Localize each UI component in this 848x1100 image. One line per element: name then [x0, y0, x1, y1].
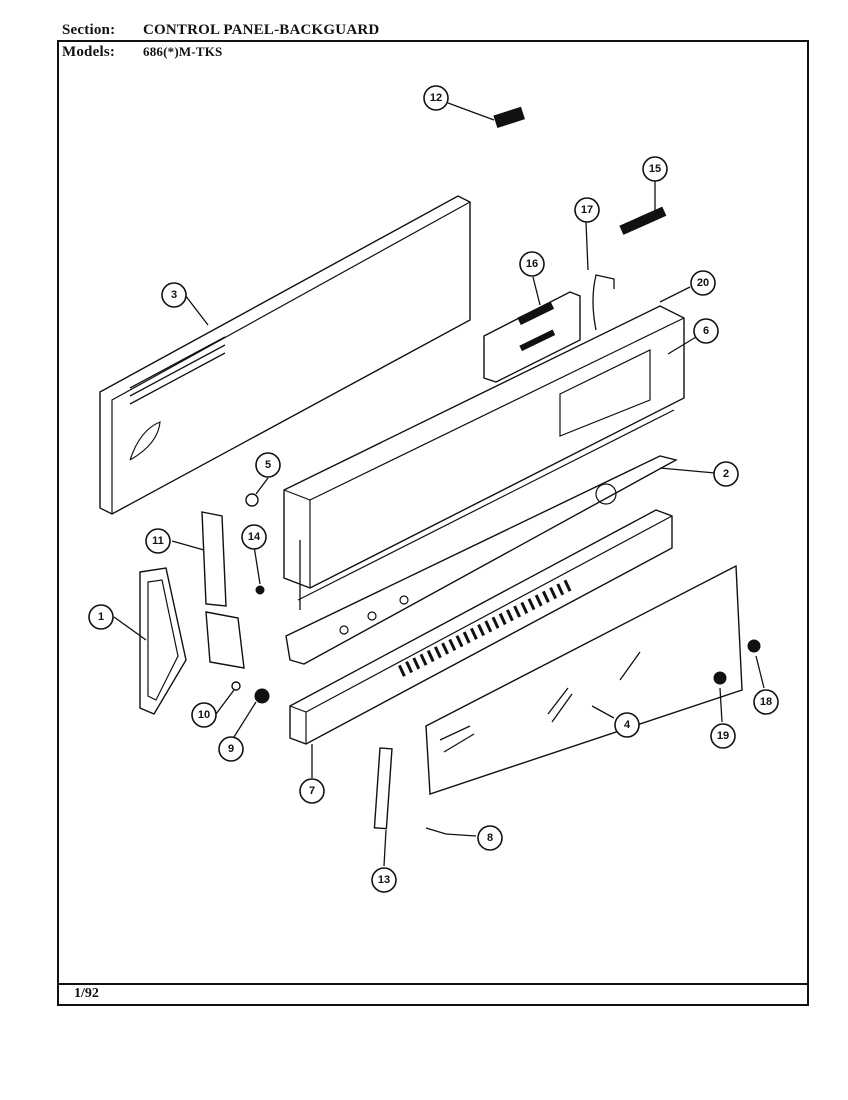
- svg-text:14: 14: [248, 531, 261, 543]
- part-14-screw: [255, 585, 265, 595]
- callout-3: 3: [161, 282, 187, 308]
- part-4-glass-panel: [425, 564, 743, 795]
- vent-slot: [412, 657, 421, 670]
- part-11-bracket-lower: [205, 611, 245, 669]
- callout-14: 14: [241, 524, 267, 550]
- part-15-terminal-block: [619, 206, 667, 235]
- svg-text:7: 7: [309, 785, 315, 797]
- svg-text:1: 1: [98, 611, 104, 623]
- callout-19: 19: [710, 723, 736, 749]
- callout-2: 2: [713, 461, 739, 487]
- callout-6: 6: [693, 318, 719, 344]
- vent-slot: [477, 624, 485, 637]
- vent-slot: [491, 616, 500, 629]
- vent-slot: [405, 661, 413, 674]
- vent-slot: [419, 653, 428, 666]
- vent-slot: [542, 590, 550, 603]
- part-8-screw: [425, 827, 447, 835]
- vent-slot: [498, 612, 507, 626]
- callout-4: 4: [614, 712, 640, 738]
- vent-slot: [513, 605, 521, 618]
- part-16-electronic-control: [483, 291, 581, 383]
- part-5-nut: [245, 493, 259, 507]
- vent-slot: [434, 646, 442, 659]
- svg-text:6: 6: [703, 325, 709, 337]
- part-2-trim-strip: [285, 455, 678, 665]
- part-9-grommet: [254, 688, 270, 704]
- svg-text:3: 3: [171, 289, 177, 301]
- svg-text:9: 9: [228, 743, 234, 755]
- part-7-front-panel: [289, 509, 673, 745]
- callout-13: 13: [371, 867, 397, 893]
- svg-text:16: 16: [526, 258, 538, 270]
- vent-slot: [506, 609, 514, 622]
- callout-15: 15: [642, 156, 668, 182]
- part-10-washer: [231, 681, 241, 691]
- vent-slot: [455, 635, 464, 648]
- callout-11: 11: [145, 528, 171, 554]
- vent-slot: [527, 598, 536, 611]
- svg-text:13: 13: [378, 874, 390, 886]
- svg-text:17: 17: [581, 204, 593, 216]
- callout-1: 1: [88, 604, 114, 630]
- vent-slot: [470, 627, 478, 640]
- vent-slot: [520, 601, 529, 614]
- svg-text:18: 18: [760, 696, 772, 708]
- section-label: Section:: [62, 22, 116, 38]
- svg-text:8: 8: [487, 832, 493, 844]
- footer-date: 1/92: [74, 986, 99, 1001]
- part-3-backguard-panel: [99, 195, 471, 515]
- svg-text:4: 4: [624, 719, 631, 731]
- vent-slot: [426, 649, 435, 663]
- svg-text:15: 15: [649, 163, 661, 175]
- models-value: 686(*)M-TKS: [143, 44, 223, 59]
- callout-18: 18: [753, 689, 779, 715]
- vent-slot: [441, 642, 449, 655]
- section-value: CONTROL PANEL-BACKGUARD: [143, 22, 380, 38]
- vent-slot: [534, 594, 543, 607]
- callout-10: 10: [191, 702, 217, 728]
- models-label: Models:: [62, 44, 116, 60]
- footer-divider: [57, 983, 809, 985]
- svg-text:5: 5: [265, 459, 271, 471]
- callout-5: 5: [255, 452, 281, 478]
- vent-slot: [462, 631, 471, 644]
- part-12-connector: [493, 106, 525, 129]
- vent-slot: [563, 579, 572, 592]
- callout-20: 20: [690, 270, 716, 296]
- svg-text:10: 10: [198, 709, 210, 721]
- callout-9: 9: [218, 736, 244, 762]
- part-19-knob: [713, 671, 727, 685]
- svg-text:20: 20: [697, 277, 709, 289]
- part-1-end-cap: [139, 567, 187, 715]
- vent-slot: [448, 638, 457, 651]
- part-6-control-housing: [283, 305, 685, 610]
- callout-16: 16: [519, 251, 545, 277]
- part-13-strip: [373, 747, 393, 830]
- callout-7: 7: [299, 778, 325, 804]
- diagram-frame: [57, 40, 809, 1006]
- callout-17: 17: [574, 197, 600, 223]
- vent-slot: [549, 587, 557, 600]
- vent-slot: [556, 583, 565, 596]
- vent-slot: [397, 664, 406, 677]
- part-11-bracket: [201, 511, 227, 607]
- part-17-wire-harness: [592, 274, 615, 331]
- callout-12: 12: [423, 85, 449, 111]
- svg-text:2: 2: [723, 468, 729, 480]
- svg-text:12: 12: [430, 92, 442, 104]
- vent-slot: [484, 620, 493, 633]
- svg-text:11: 11: [152, 535, 164, 547]
- callout-8: 8: [477, 825, 503, 851]
- svg-text:19: 19: [717, 730, 729, 742]
- part-18-spring: [747, 639, 761, 653]
